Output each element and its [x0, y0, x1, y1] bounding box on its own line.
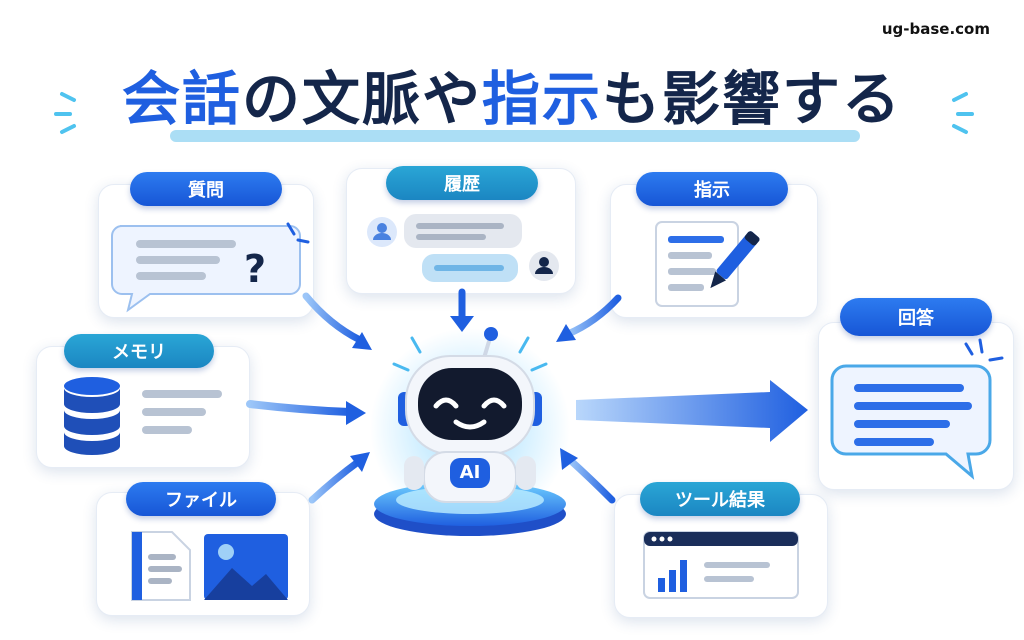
- sparkle-right-icon: [952, 92, 974, 134]
- answer-bubble-icon: [830, 338, 1004, 480]
- arrow-question: [302, 292, 372, 350]
- question-bubble-icon: ?: [111, 222, 310, 313]
- arrow-instruction: [556, 294, 622, 342]
- arrow-history: [450, 288, 474, 332]
- svg-text:?: ?: [244, 247, 266, 291]
- chat-history-icon: [367, 214, 559, 282]
- site-url: ug-base.com: [881, 20, 990, 38]
- page-title: 会話の文脈や指示も影響する: [0, 52, 1024, 136]
- question-label: 質問: [130, 172, 282, 206]
- document-pen-icon: [655, 221, 760, 307]
- memory-label: メモリ: [64, 334, 214, 368]
- headline: 会話の文脈や指示も影響する: [0, 44, 1024, 142]
- ai-badge: AI: [459, 462, 481, 483]
- file-image-icon: [131, 531, 288, 601]
- title-part-3: 指示: [482, 65, 603, 133]
- arrow-file: [308, 452, 370, 504]
- headline-underline: [170, 130, 860, 142]
- title-part-4: も影響する: [602, 65, 903, 133]
- browser-chart-icon: [643, 531, 799, 599]
- file-label: ファイル: [126, 482, 276, 516]
- arrow-answer: [576, 380, 808, 442]
- tool-result-label: ツール結果: [640, 482, 800, 516]
- title-part-2: の文脈や: [241, 65, 482, 133]
- answer-label: 回答: [840, 298, 992, 336]
- arrow-memory: [246, 400, 366, 425]
- database-icon: [64, 377, 222, 455]
- instruction-label: 指示: [636, 172, 788, 206]
- sparkle-left-icon: [54, 92, 76, 134]
- ai-robot: [370, 327, 570, 536]
- title-part-1: 会話: [121, 65, 242, 133]
- history-label: 履歴: [386, 166, 538, 200]
